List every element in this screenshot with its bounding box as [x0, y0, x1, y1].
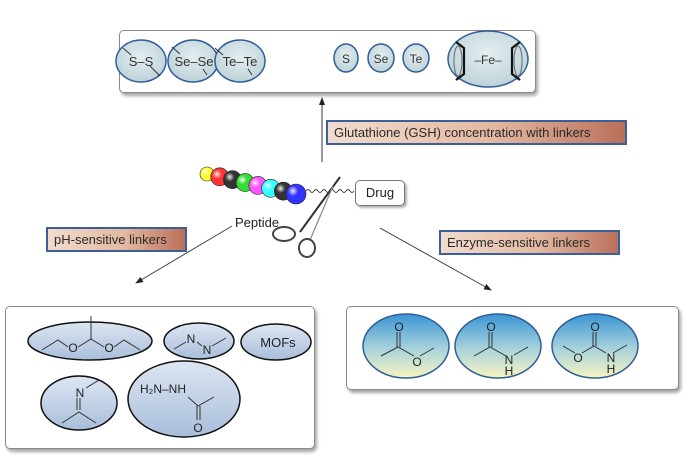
amide-structure: O N H: [454, 313, 542, 379]
ditelluride-label: Te–Te: [223, 54, 258, 69]
hydrazide-o: O: [193, 421, 202, 435]
ester-structure: O O: [362, 313, 450, 379]
hydrazide-structure: H₂N–NH O: [127, 360, 241, 438]
carbamate-o-side: O: [573, 351, 582, 365]
ditelluride-structure: Te–Te: [214, 39, 266, 83]
azo-n1: N: [187, 332, 196, 346]
amide-n: N: [505, 353, 514, 367]
gsh-linkers-label: Glutathione (GSH) concentration with lin…: [326, 120, 627, 145]
azo-structure: N N: [163, 322, 235, 360]
imine-structure: N: [40, 375, 118, 431]
peptide-bead-highlight: [286, 184, 306, 204]
enzyme-linkers-label: Enzyme-sensitive linkers: [439, 230, 620, 255]
scissors-icon: [272, 176, 341, 258]
carbamate-h: H: [607, 362, 616, 376]
azo-n2: N: [203, 343, 212, 357]
acetal-o2: O: [104, 341, 113, 355]
peptide-label: Peptide: [235, 215, 280, 230]
enzyme-arrow: [379, 227, 492, 291]
diselenide-structure: Se–Se: [167, 39, 219, 83]
ferrocene-label: –Fe–: [474, 53, 502, 67]
acetal-structure: O O: [27, 316, 153, 361]
ester-o-side: O: [412, 355, 421, 369]
ferrocene-structure: –Fe–: [447, 30, 529, 88]
diselenide-label: Se–Se: [174, 54, 213, 69]
ph-arrow: [135, 225, 233, 284]
peptide-chain: [199, 166, 307, 205]
carbamate-o-top: O: [590, 320, 599, 334]
carbamate-structure: O O N H: [551, 313, 639, 379]
telluride-structure: Te: [402, 43, 430, 73]
ester-o-top: O: [394, 320, 403, 334]
imine-n: N: [76, 386, 85, 400]
disulfide-label: S–S: [129, 54, 154, 69]
thioether-label: S: [342, 52, 350, 66]
carbamate-n: N: [607, 351, 616, 365]
drug-box: Drug: [355, 180, 405, 206]
thioether-structure: S: [333, 43, 359, 73]
hydrazide-h2n-nh: H₂N–NH: [140, 382, 186, 396]
mofs-label: MOFs: [260, 335, 296, 350]
selenide-structure: Se: [367, 43, 395, 73]
amide-o: O: [486, 320, 495, 334]
ph-linkers-label: pH-sensitive linkers: [46, 227, 187, 252]
telluride-label: Te: [410, 52, 423, 66]
mofs-structure: MOFs: [240, 323, 312, 361]
amide-h: H: [505, 364, 514, 378]
selenide-label: Se: [374, 52, 389, 66]
disulfide-structure: S–S: [115, 39, 167, 83]
acetal-o1: O: [68, 341, 77, 355]
